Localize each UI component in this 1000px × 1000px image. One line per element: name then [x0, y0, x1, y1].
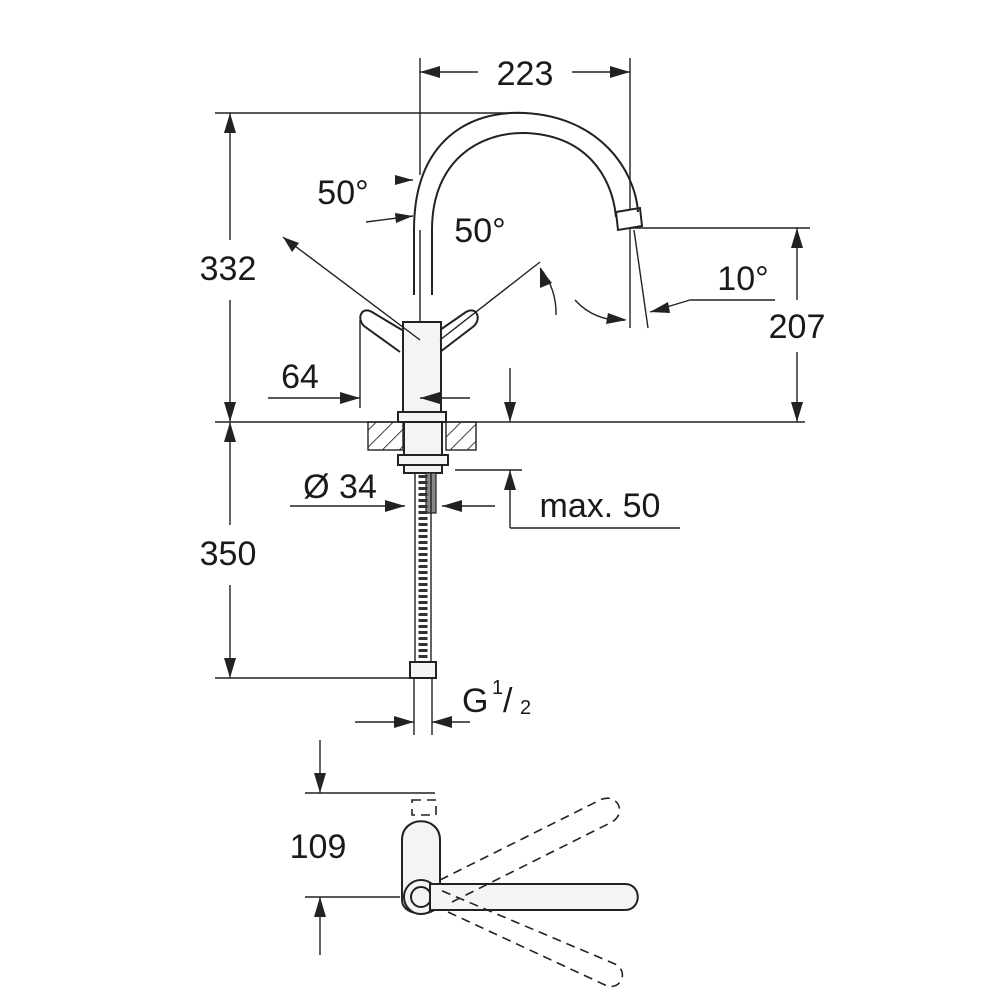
- label-spout-height: 207: [769, 308, 826, 346]
- lever-left: [359, 309, 403, 353]
- label-angle-lower: 50°: [454, 212, 505, 250]
- spout-inner: [431, 131, 617, 231]
- plan-view: [305, 740, 639, 988]
- label-thread-denominator: 2: [520, 697, 531, 719]
- label-body-offset: 64: [281, 358, 319, 396]
- counter-section-left: [367, 421, 404, 451]
- label-thread-slash: /: [503, 682, 513, 720]
- plan-lever: [429, 883, 639, 911]
- label-angle-upper: 50°: [317, 174, 368, 212]
- label-plan-depth: 109: [290, 828, 347, 866]
- plan-spout-dashed: [411, 799, 437, 816]
- label-spout-tilt: 10°: [717, 260, 768, 298]
- plan-lever-swing-down: [439, 889, 624, 988]
- mounting-shank: [403, 421, 443, 457]
- lever-right: [439, 309, 479, 353]
- label-hole-diameter: Ø 34: [303, 468, 377, 506]
- label-total-height: 332: [200, 250, 257, 288]
- label-max-thickness: max. 50: [540, 487, 661, 525]
- counter-section-right: [445, 421, 477, 451]
- label-thread: G: [462, 682, 488, 720]
- mounting-washer: [403, 464, 443, 474]
- hose-fitting: [409, 661, 437, 679]
- label-spout-reach: 223: [497, 55, 554, 93]
- spout-tip: [614, 206, 644, 232]
- body-base: [397, 411, 447, 423]
- mounting-nut: [397, 454, 449, 466]
- faucet-elevation: [215, 111, 805, 735]
- dimension-lines: [215, 58, 810, 728]
- dimension-labels: 223 332 207 350 64 Ø 34 max. 50 109 50° …: [200, 55, 826, 866]
- label-lower-length: 350: [200, 535, 257, 573]
- plan-lever-swing-up: [439, 797, 621, 905]
- label-thread-numerator: 1: [492, 677, 503, 699]
